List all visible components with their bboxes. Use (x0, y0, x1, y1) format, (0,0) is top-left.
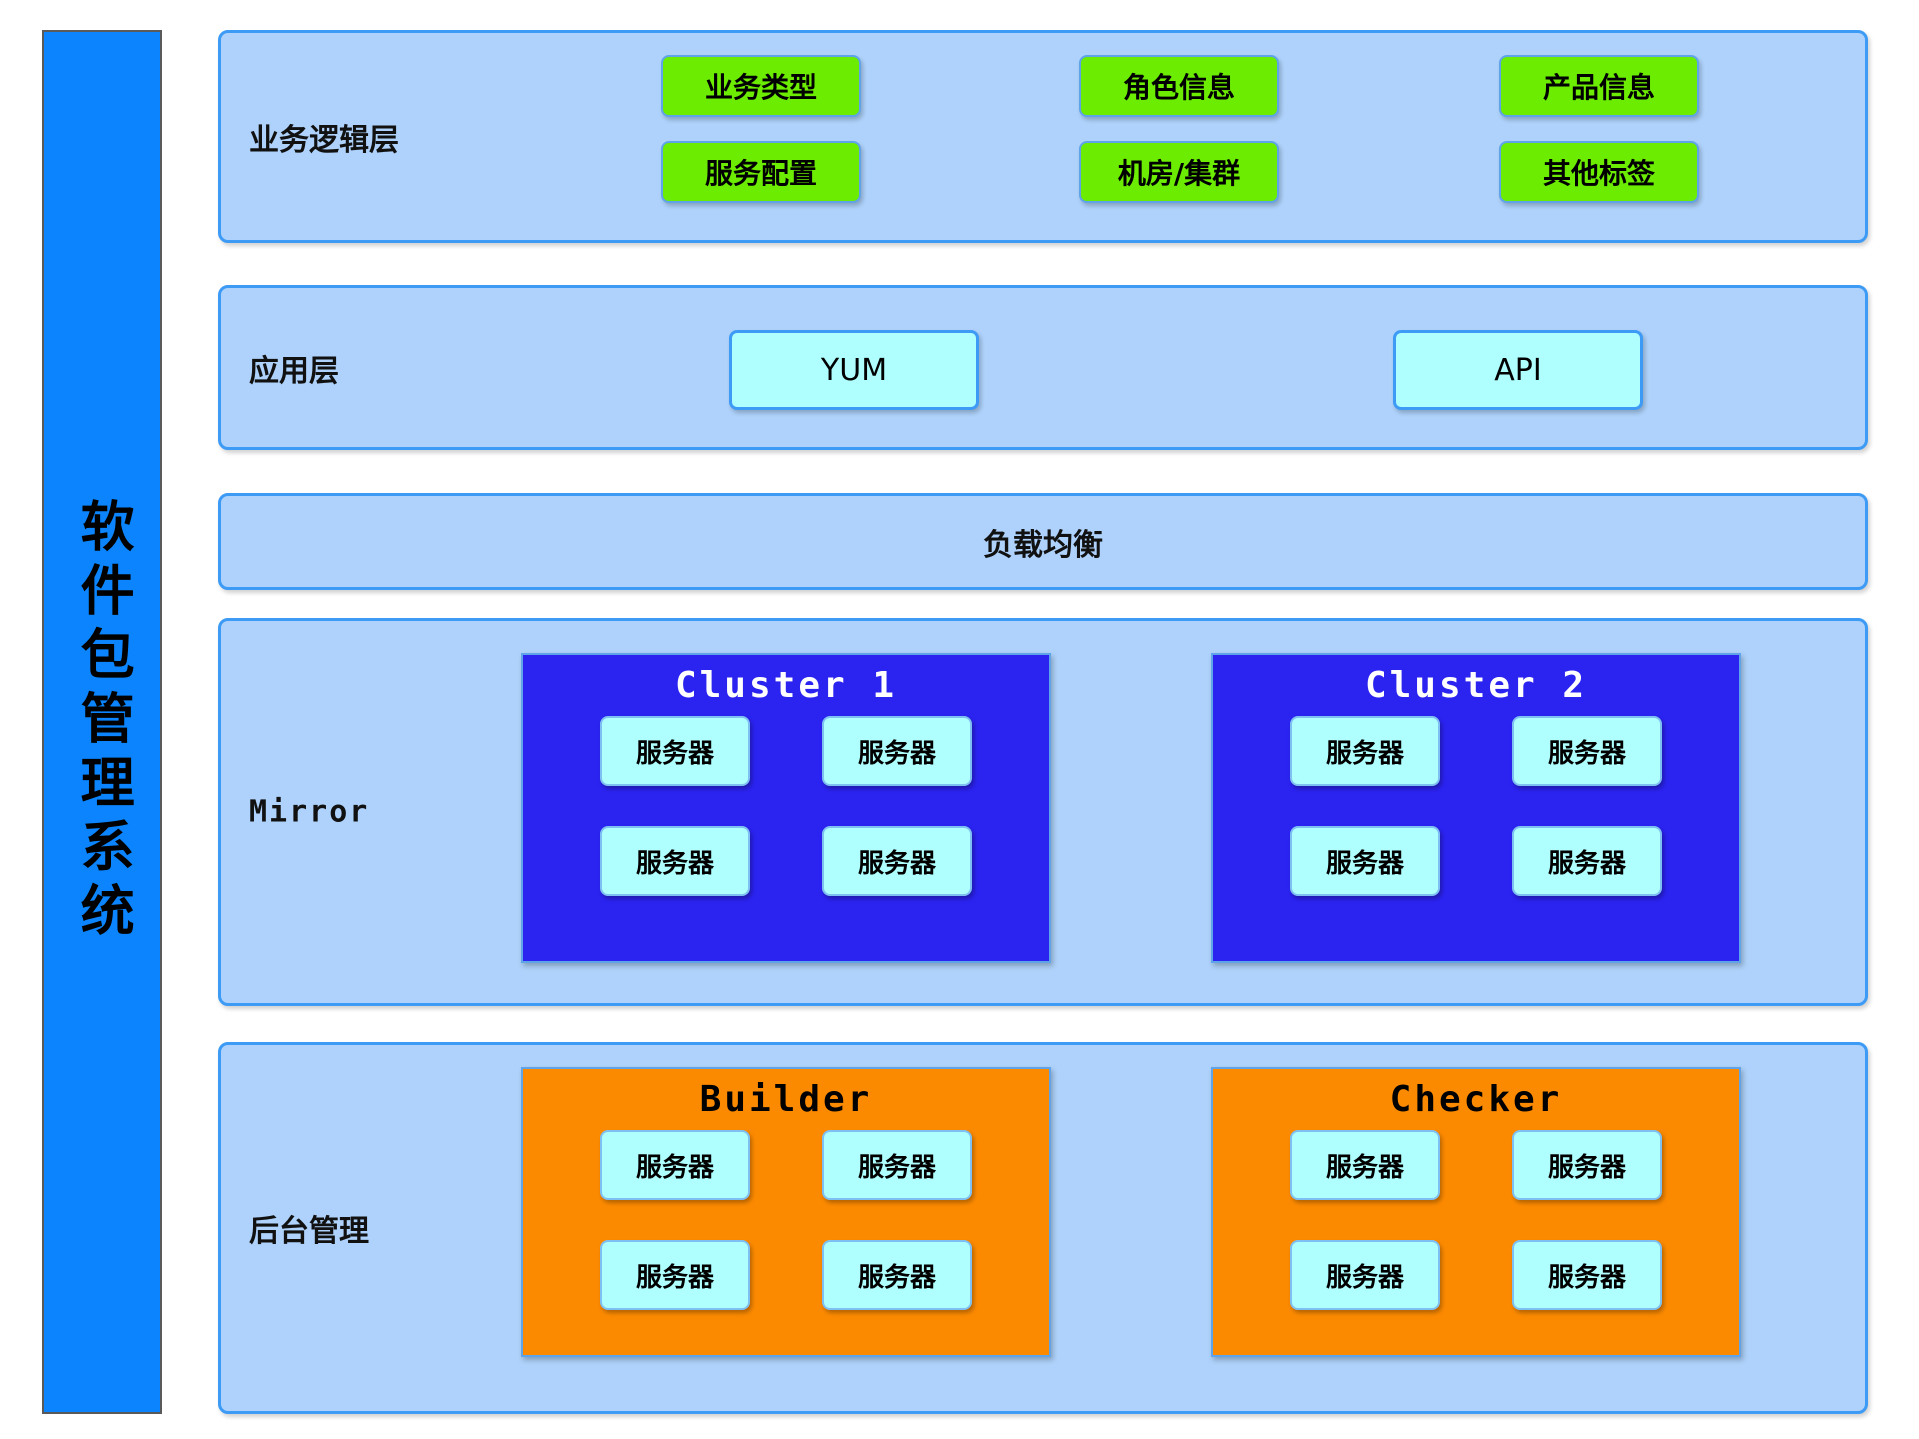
load-balance-label: 负载均衡 (983, 527, 1103, 563)
server-box[interactable]: 服务器 (822, 1130, 972, 1200)
cluster-2-server-grid: 服务器 服务器 服务器 服务器 (1213, 716, 1739, 896)
layer-backend-management-label: 后台管理 (249, 1214, 369, 1249)
system-title-text: 软件包管理系统 (71, 498, 135, 946)
tag-service-config[interactable]: 服务配置 (661, 141, 861, 203)
business-tag-column-2: 角色信息 机房/集群 (1079, 55, 1279, 203)
layer-application: 应用层 YUM API (218, 285, 1868, 450)
server-box[interactable]: 服务器 (1290, 1240, 1440, 1310)
server-box[interactable]: 服务器 (600, 716, 750, 786)
server-box[interactable]: 服务器 (822, 716, 972, 786)
cluster-2-group[interactable]: Cluster 2 服务器 服务器 服务器 服务器 (1211, 653, 1741, 963)
server-box[interactable]: 服务器 (1290, 826, 1440, 896)
tag-idc-cluster[interactable]: 机房/集群 (1079, 141, 1279, 203)
server-box[interactable]: 服务器 (600, 826, 750, 896)
layer-mirror: Mirror Cluster 1 服务器 服务器 服务器 服务器 Cluster… (218, 618, 1868, 1006)
checker-title: Checker (1389, 1079, 1563, 1120)
checker-group[interactable]: Checker 服务器 服务器 服务器 服务器 (1211, 1067, 1741, 1357)
app-box-yum[interactable]: YUM (729, 330, 979, 410)
layer-business-logic: 业务逻辑层 业务类型 服务配置 角色信息 机房/集群 产品信息 其他标签 (218, 30, 1868, 243)
server-box[interactable]: 服务器 (1512, 826, 1662, 896)
business-tag-column-1: 业务类型 服务配置 (661, 55, 861, 203)
layer-backend-management: 后台管理 Builder 服务器 服务器 服务器 服务器 Checker 服务器… (218, 1042, 1868, 1414)
cluster-1-title: Cluster 1 (674, 665, 898, 706)
server-box[interactable]: 服务器 (822, 1240, 972, 1310)
layer-application-label: 应用层 (249, 353, 339, 389)
cluster-2-title: Cluster 2 (1364, 665, 1588, 706)
tag-business-type[interactable]: 业务类型 (661, 55, 861, 117)
server-box[interactable]: 服务器 (1512, 1240, 1662, 1310)
builder-server-grid: 服务器 服务器 服务器 服务器 (523, 1130, 1049, 1310)
builder-title: Builder (699, 1079, 873, 1120)
cluster-1-group[interactable]: Cluster 1 服务器 服务器 服务器 服务器 (521, 653, 1051, 963)
tag-other-labels[interactable]: 其他标签 (1499, 141, 1699, 203)
app-box-api[interactable]: API (1393, 330, 1643, 410)
system-title-bar: 软件包管理系统 (42, 30, 162, 1414)
layer-business-logic-label: 业务逻辑层 (249, 122, 399, 158)
server-box[interactable]: 服务器 (1512, 716, 1662, 786)
server-box[interactable]: 服务器 (822, 826, 972, 896)
checker-server-grid: 服务器 服务器 服务器 服务器 (1213, 1130, 1739, 1310)
server-box[interactable]: 服务器 (1290, 1130, 1440, 1200)
business-tag-column-3: 产品信息 其他标签 (1499, 55, 1699, 203)
builder-group[interactable]: Builder 服务器 服务器 服务器 服务器 (521, 1067, 1051, 1357)
server-box[interactable]: 服务器 (1290, 716, 1440, 786)
server-box[interactable]: 服务器 (1512, 1130, 1662, 1200)
server-box[interactable]: 服务器 (600, 1240, 750, 1310)
layer-load-balance: 负载均衡 (218, 493, 1868, 590)
tag-product-info[interactable]: 产品信息 (1499, 55, 1699, 117)
tag-role-info[interactable]: 角色信息 (1079, 55, 1279, 117)
layer-mirror-label: Mirror (249, 794, 370, 830)
cluster-1-server-grid: 服务器 服务器 服务器 服务器 (523, 716, 1049, 896)
server-box[interactable]: 服务器 (600, 1130, 750, 1200)
